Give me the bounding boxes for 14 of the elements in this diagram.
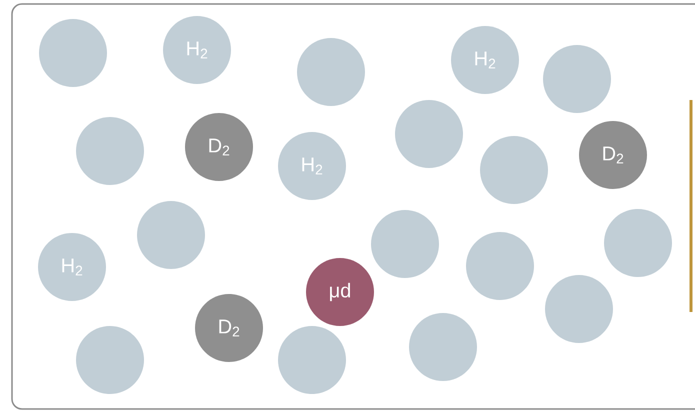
molecule-circle	[395, 100, 463, 168]
molecule-circle	[480, 136, 548, 204]
molecule-circle	[137, 201, 205, 269]
molecule-circle	[543, 45, 611, 113]
molecule-circle	[278, 326, 346, 394]
molecule-circle	[604, 209, 672, 277]
molecule-circle	[545, 275, 613, 343]
molecule-circle	[39, 19, 107, 87]
molecule-circle	[371, 210, 439, 278]
molecule-circle	[466, 232, 534, 300]
molecule-circle	[297, 38, 365, 106]
molecule-circle	[76, 117, 144, 185]
molecule-circle	[76, 326, 144, 394]
molecule-circle	[409, 313, 477, 381]
